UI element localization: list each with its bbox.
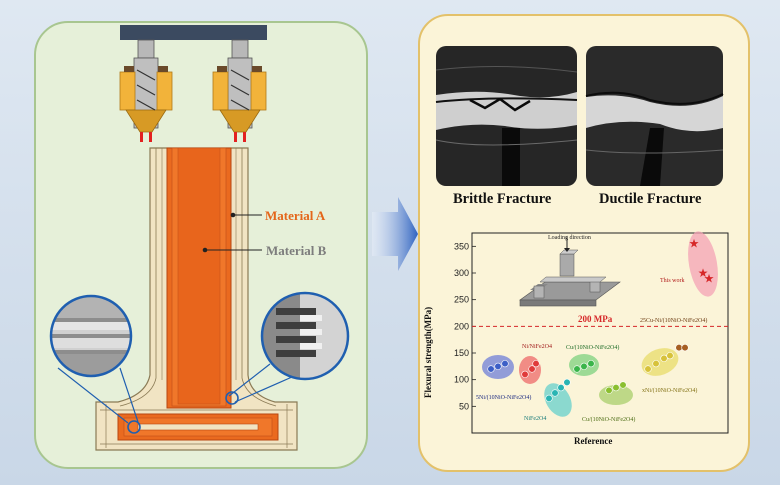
brittle-photo <box>435 46 578 186</box>
inset-label: Loading direction <box>548 235 591 241</box>
nozzle-right <box>212 39 267 142</box>
data-point <box>660 354 668 362</box>
data-point <box>666 352 674 360</box>
material-b-label: Material B <box>266 243 327 258</box>
reference-line-label: 200 MPa <box>578 314 613 324</box>
data-point <box>681 344 689 352</box>
gantry-bar <box>120 25 267 40</box>
series-label-xni: xNi/(10NiO-NiFe2O4) <box>642 387 697 394</box>
cluster-this-work <box>688 231 718 297</box>
data-point-star: ★ <box>698 266 709 280</box>
ductile-photo <box>585 46 724 186</box>
data-point <box>612 384 620 392</box>
series-label-ni: Ni/NiFe2O4 <box>522 344 552 350</box>
data-point <box>551 389 559 397</box>
data-point <box>619 381 627 389</box>
data-point <box>573 365 581 373</box>
y-tick-label: 200 <box>454 321 469 331</box>
ductile-fracture-caption: Ductile Fracture <box>599 191 702 207</box>
data-point <box>487 365 495 373</box>
y-tick-label: 250 <box>454 295 469 305</box>
data-point <box>580 362 588 370</box>
chart-xlabel: Reference <box>574 436 612 446</box>
series-label-25cu: 25Cu-Ni/(10NiO-NiFe2O4) <box>640 317 707 324</box>
series-label-5ni: 5Ni/(10NiO-NiFe2O4) <box>476 394 531 401</box>
nozzle-left <box>119 39 173 142</box>
y-axis-ticks: 50 100 150 200 250 300 350 <box>454 241 476 411</box>
series-label-cu-1: Cu/(10NiO-NiFe2O4) <box>566 344 619 351</box>
data-point <box>501 360 509 368</box>
data-point <box>605 386 613 394</box>
data-point <box>532 360 540 368</box>
material-a-label: Material A <box>265 208 326 223</box>
brittle-fracture-caption: Brittle Fracture <box>453 191 552 207</box>
chart-ylabel: Flexural strength(MPa) <box>423 307 433 398</box>
y-tick-label: 150 <box>454 348 469 358</box>
micrograph-left <box>49 294 139 424</box>
y-tick-label: 350 <box>454 241 469 251</box>
y-tick-label: 300 <box>454 268 469 278</box>
y-tick-label: 100 <box>454 375 469 385</box>
data-point <box>528 365 536 373</box>
data-point <box>587 360 595 368</box>
highlight-ring-left <box>127 420 141 434</box>
loading-diagram: Loading direction <box>519 235 621 307</box>
data-point <box>652 360 660 368</box>
transition-arrow <box>372 197 418 271</box>
data-point <box>521 370 529 378</box>
y-tick-label: 50 <box>459 401 469 411</box>
cluster-nife2o4 <box>544 383 572 417</box>
printer-heads <box>119 25 267 142</box>
data-point <box>494 362 502 370</box>
printed-part <box>95 147 298 451</box>
data-point <box>557 384 565 392</box>
data-point <box>545 394 553 402</box>
series-label-cu-2: Cu/(10NiO-NiFe2O4) <box>582 416 635 423</box>
data-point-star: ★ <box>689 237 700 251</box>
data-point <box>644 365 652 373</box>
data-points: ★★★ <box>487 237 715 402</box>
data-point-star: ★ <box>704 271 715 285</box>
series-label-this-work: This work <box>660 278 685 284</box>
data-point <box>563 378 571 386</box>
data-point <box>675 344 683 352</box>
strength-chart: 50 100 150 200 250 300 350 200 MPa Loading dir… <box>423 231 729 446</box>
series-label-nife2o4: NiFe2O4 <box>524 416 546 422</box>
highlight-ring-right <box>225 391 239 405</box>
